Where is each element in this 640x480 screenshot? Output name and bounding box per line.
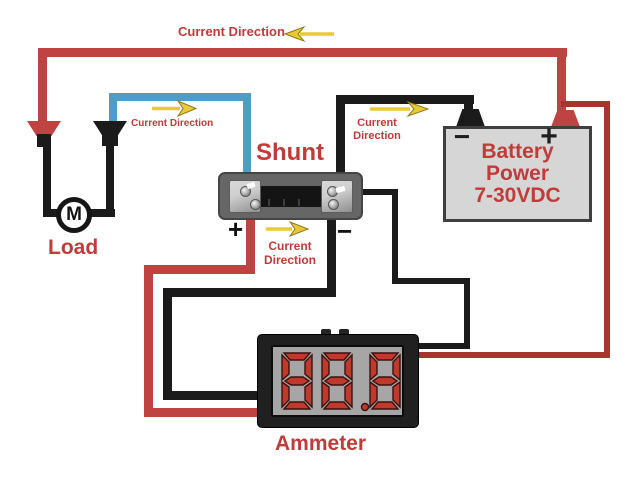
shunt-screw-left-top — [240, 186, 251, 197]
current-direction-load-loop-arrow-icon — [152, 100, 198, 117]
wire-sense-black-h1 — [342, 189, 398, 195]
shunt-bar-tick — [283, 199, 285, 206]
ammeter-mount-tab — [321, 329, 331, 337]
load-terminal-black — [93, 121, 127, 136]
shunt-screw-right-bottom — [328, 199, 339, 210]
wire-black-down-left-vertical — [163, 288, 172, 400]
battery-text-line1: Battery — [481, 140, 554, 163]
wire-load-right-vertical — [106, 142, 114, 217]
battery-box — [443, 126, 592, 222]
wire-load-right-horizontal — [90, 209, 115, 217]
load-terminal-red — [27, 121, 61, 136]
shunt-title: Shunt — [256, 139, 324, 166]
wire-black-shunt-minus-horizontal — [163, 288, 336, 297]
shunt-bar-tick — [298, 199, 300, 206]
wire-black-into-battery-terminal — [464, 95, 473, 112]
shunt-bar-tick — [268, 199, 270, 206]
shunt-screw-left-bottom — [250, 199, 261, 210]
wire-red-top-horizontal — [38, 48, 567, 57]
battery-text-line2: Power — [485, 162, 550, 185]
current-direction-battery-line1: Current — [357, 117, 397, 129]
wire-sense-black-into-ammeter-right — [419, 343, 470, 349]
current-direction-battery-arrow-icon — [370, 101, 430, 117]
wire-black-shunt-to-battery-horizontal — [336, 95, 474, 104]
battery-terminal-positive — [551, 110, 580, 127]
load-label: Load — [48, 236, 99, 259]
current-direction-shunt-line1: Current — [268, 239, 312, 253]
load-terminal-red-tip — [37, 134, 51, 147]
wire-blue-horizontal — [109, 93, 251, 101]
wire-sense-black-h2 — [392, 278, 470, 284]
wire-sense-red-into-ammeter-right — [419, 352, 610, 358]
wire-red-shunt-plus-horizontal — [144, 265, 255, 274]
wire-sense-red-top-horizontal — [561, 101, 610, 107]
wire-black-shunt-to-battery-vertical — [336, 95, 345, 177]
current-direction-battery-label: Current Direction — [348, 117, 406, 143]
wire-red-right-vertical-to-battery — [557, 48, 566, 114]
battery-text-line3: 7-30VDC — [474, 184, 561, 207]
wire-load-left-horizontal — [43, 209, 61, 217]
shunt-minus-sign: − — [337, 216, 353, 246]
wire-sense-red-right-vertical — [604, 101, 610, 358]
battery-plus-sign: + — [540, 120, 558, 153]
wire-blue-right-vertical-to-shunt — [243, 93, 251, 178]
wire-red-into-ammeter-left — [144, 408, 262, 417]
ammeter-display-svg — [281, 352, 401, 412]
wire-sense-black-v2 — [464, 278, 470, 348]
current-direction-battery-line2: Direction — [353, 130, 401, 142]
ammeter-mount-tab — [339, 329, 349, 337]
current-direction-load-loop-label: Current Direction — [131, 118, 214, 129]
wire-red-left-vertical — [38, 48, 47, 124]
current-direction-shunt-label: Current Direction — [261, 239, 319, 267]
wire-blue-left-vertical — [109, 93, 117, 124]
motor-letter: M — [66, 204, 82, 225]
ammeter-label: Ammeter — [275, 432, 367, 455]
wire-black-shunt-minus-vertical — [327, 210, 336, 297]
current-direction-shunt-line2: Direction — [263, 253, 316, 267]
shunt-terminal-block-right — [321, 180, 353, 213]
battery-text: Battery Power 7-30VDC — [446, 141, 589, 207]
wire-sense-black-v1 — [392, 189, 398, 283]
shunt-resistance-bar — [253, 186, 330, 207]
current-direction-shunt-arrow-icon — [266, 221, 310, 237]
battery-minus-sign: − — [453, 121, 471, 152]
ammeter-display — [271, 345, 404, 417]
wire-red-shunt-plus-vertical — [246, 206, 255, 272]
current-direction-top-label: Current Direction — [178, 24, 285, 39]
battery-terminal-negative — [456, 109, 485, 127]
motor-symbol: M — [56, 197, 92, 233]
wire-load-left-vertical — [43, 144, 51, 217]
wire-black-into-ammeter-left — [163, 391, 262, 400]
shunt-plus-sign: + — [228, 214, 244, 244]
wire-red-down-left-vertical — [144, 265, 153, 417]
current-direction-top-arrow-icon — [284, 26, 334, 42]
